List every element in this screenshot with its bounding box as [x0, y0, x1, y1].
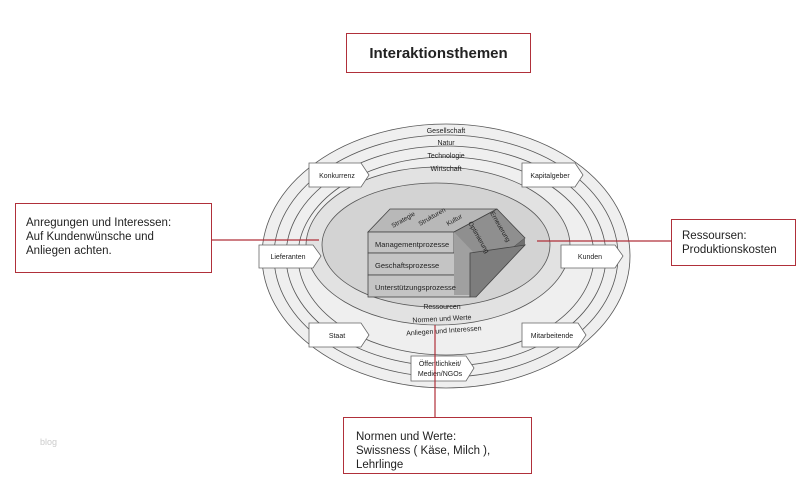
ring-label: Natur — [437, 140, 455, 147]
watermark: blog — [40, 437, 58, 447]
ring-label: Gesellschaft — [427, 128, 466, 135]
page-title: Interaktionsthemen — [346, 33, 531, 73]
stakeholder-mitarbeitende — [521, 322, 587, 348]
stakeholder-label: Kapitalgeber — [530, 173, 570, 180]
stakeholder-oeffentlichkeit — [410, 355, 475, 382]
process-block — [367, 208, 527, 298]
block-label: Managementprozesse — [375, 240, 449, 249]
callout-heading: Normen und Werte: — [356, 431, 457, 443]
ring-label: Wirtschaft — [430, 166, 461, 173]
stakeholder-lieferanten — [258, 244, 322, 269]
callout-body: Auf Kundenwünsche und Anliegen achten. — [26, 231, 154, 257]
stakeholder-kunden — [560, 244, 624, 269]
stakeholder-label: Staat — [329, 333, 345, 340]
stakeholder-label: Medien/NGOs — [418, 371, 463, 378]
ring-label: Technologie — [427, 153, 464, 160]
callout-heading: Anregungen und Interessen: — [26, 217, 172, 229]
callout-anregungen: Anregungen und Interessen: Auf Kundenwün… — [15, 203, 212, 273]
stakeholder-label: Mitarbeitende — [531, 333, 574, 340]
ring-label: Normen und Werte — [412, 314, 471, 324]
stakeholder-label: Öffentlichkeit/ — [419, 360, 461, 368]
ring-label: Ressourcen — [423, 304, 460, 311]
callout-body: Produktionskosten — [682, 244, 777, 256]
callout-heading: Ressoursen: — [682, 230, 747, 242]
callout-normen: Normen und Werte: Swissness ( Käse, Milc… — [343, 417, 532, 474]
stakeholder-konkurrenz — [308, 162, 370, 188]
callout-ressourcen: Ressoursen: Produktionskosten — [671, 219, 796, 266]
stakeholder-staat — [308, 322, 370, 348]
stakeholder-label: Konkurrenz — [319, 173, 355, 180]
block-label: Unterstützungsprozesse — [375, 283, 456, 292]
stakeholder-label: Lieferanten — [270, 254, 305, 261]
stakeholder-kapitalgeber — [521, 162, 584, 188]
callout-body: Swissness ( Käse, Milch ), Lehrlinge — [356, 445, 491, 471]
block-label: Geschaftsprozesse — [375, 261, 439, 270]
stakeholder-label: Kunden — [578, 254, 602, 261]
